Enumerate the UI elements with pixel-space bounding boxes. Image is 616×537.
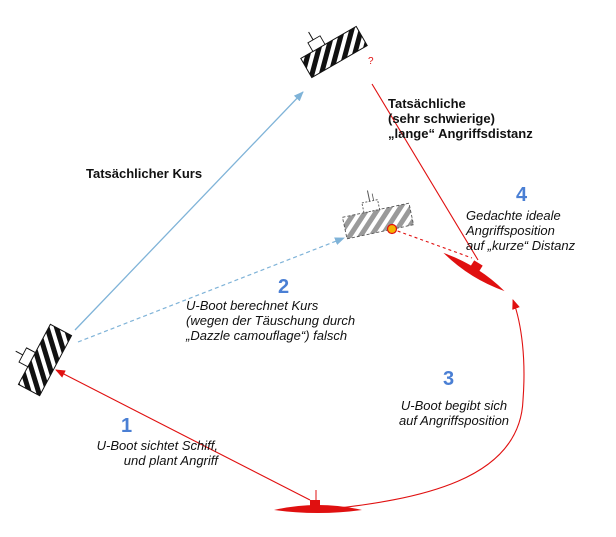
- ship-initial-position: [15, 323, 73, 397]
- submarine-attack-position: [443, 252, 505, 292]
- actual-distance-line-3: „lange“ Angriffsdistanz: [388, 126, 533, 141]
- step-1-caption: U-Boot sichtet Schiff, und plant Angriff: [40, 438, 218, 468]
- step-1-number: 1: [121, 415, 133, 437]
- ship-imagined-position: [341, 190, 415, 240]
- step-3-caption: U-Boot begibt sich auf Angriffsposition: [382, 398, 526, 428]
- actual-distance-line: [371, 83, 479, 261]
- step-2-line-2: (wegen der Täuschung durch: [186, 313, 356, 328]
- step-1-line-2: und plant Angriff: [123, 453, 218, 468]
- step-3-line-1: U-Boot begibt sich: [400, 398, 508, 413]
- ship-actual-position: [300, 25, 368, 79]
- actual-course-arrow: [74, 91, 304, 331]
- question-mark: ?: [368, 56, 374, 67]
- step-1-line-1: U-Boot sichtet Schiff,: [96, 438, 218, 453]
- impact-marker: [386, 223, 398, 235]
- sighting-arrow: [55, 369, 311, 501]
- step-2-line-1: U-Boot berechnet Kurs: [186, 298, 319, 313]
- step-3-number: 3: [443, 368, 455, 390]
- maneuver-arrow: [319, 299, 525, 511]
- step-3-line-2: auf Angriffsposition: [398, 413, 510, 428]
- actual-distance-line-2: (sehr schwierige): [388, 111, 495, 126]
- actual-distance-line-1: Tatsächliche: [388, 96, 466, 111]
- imagined-distance-line: [391, 228, 473, 259]
- step-2-line-3: „Dazzle camouflage“) falsch: [186, 328, 348, 343]
- step-2-number: 2: [278, 276, 290, 298]
- step-4-number: 4: [516, 184, 528, 206]
- step-4-caption: Gedachte ideale Angriffsposition auf „ku…: [466, 208, 612, 253]
- actual-course-label: Tatsächlicher Kurs: [86, 166, 203, 181]
- step-4-line-3: auf „kurze“ Distanz: [466, 238, 576, 253]
- step-4-line-2: Angriffsposition: [466, 223, 555, 238]
- step-4-line-1: Gedachte ideale: [466, 208, 561, 223]
- step-2-caption: U-Boot berechnet Kurs (wegen der Täuschu…: [186, 298, 406, 343]
- actual-distance-label: Tatsächliche (sehr schwierige) „lange“ A…: [388, 96, 588, 141]
- submarine-start: [274, 490, 362, 513]
- calculated-course-arrow: [77, 237, 345, 343]
